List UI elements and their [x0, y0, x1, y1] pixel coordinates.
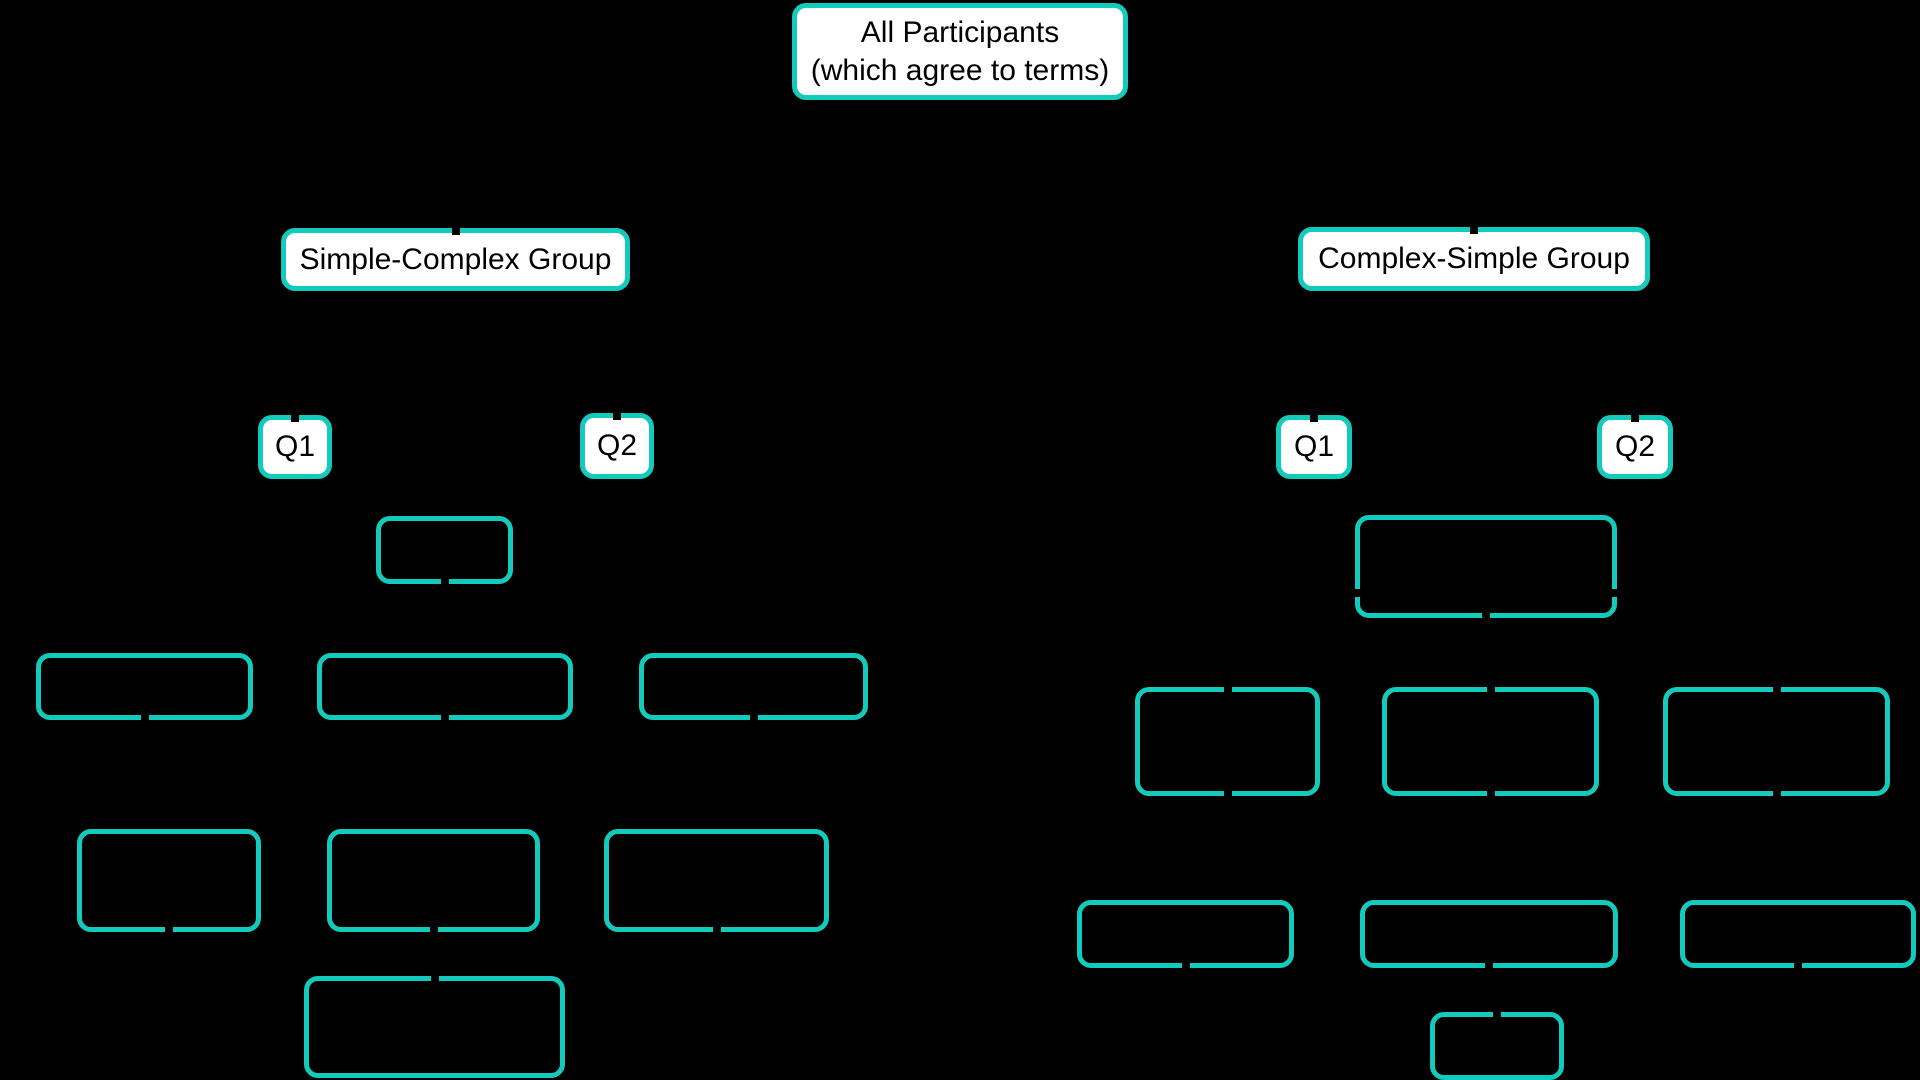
cs-q1-node: Q1	[1276, 415, 1352, 479]
connector-notch-bottom	[1482, 611, 1490, 618]
cs-row2-box1-node	[1077, 900, 1294, 968]
connector-notch-top	[1486, 687, 1495, 694]
connector-notch-top	[1470, 227, 1478, 234]
sc-step-small-node	[376, 516, 513, 584]
connector-notch-right	[1610, 588, 1617, 597]
connector-notch-top	[430, 976, 439, 983]
connector-notch-bottom	[1485, 961, 1493, 968]
cs-row2-box3-node	[1680, 900, 1916, 968]
connector-notch-bottom	[712, 925, 721, 932]
all-participants-label: All Participants (which agree to terms)	[810, 16, 1110, 87]
connector-notch-top	[451, 228, 460, 235]
cs-q2-label: Q2	[1614, 430, 1656, 464]
sc-q1-node: Q1	[258, 415, 332, 479]
cs-step-big-node	[1355, 515, 1617, 618]
connector-notch-top	[1223, 687, 1232, 694]
sc-row2-box1-node	[77, 829, 261, 932]
sc-step-final-node	[304, 976, 565, 1078]
connector-notch-bottom	[1772, 789, 1781, 796]
connector-notch-left	[1355, 588, 1362, 597]
simple-complex-group-node: Simple-Complex Group	[281, 228, 630, 291]
connector-notch-top	[291, 415, 299, 422]
all-participants-node: All Participants (which agree to terms)	[792, 3, 1128, 100]
cs-step-final-node	[1430, 1012, 1564, 1080]
cs-row1-box3-node	[1663, 687, 1890, 796]
sc-q1-label: Q1	[274, 430, 316, 464]
connector-notch-top	[1772, 687, 1781, 694]
connector-notch-bottom	[1223, 789, 1232, 796]
connector-notch-bottom	[440, 577, 449, 584]
cs-q2-node: Q2	[1597, 415, 1673, 479]
connector-notch-bottom	[429, 925, 438, 932]
connector-notch-top	[1631, 415, 1639, 422]
sc-row2-box3-node	[604, 829, 829, 932]
connector-notch-bottom	[1486, 789, 1495, 796]
complex-simple-group-node: Complex-Simple Group	[1298, 227, 1650, 291]
sc-row1-box2-node	[317, 653, 573, 720]
connector-notch-top	[1493, 1012, 1501, 1019]
connector-notch-bottom	[165, 925, 173, 932]
connector-notch-top	[613, 413, 621, 420]
connector-notch-bottom	[441, 713, 449, 720]
sc-row1-box3-node	[639, 653, 868, 720]
connector-notch-bottom	[1181, 961, 1190, 968]
sc-row2-box2-node	[327, 829, 540, 932]
simple-complex-group-label: Simple-Complex Group	[299, 242, 612, 276]
cs-row1-box2-node	[1382, 687, 1599, 796]
cs-row2-box2-node	[1360, 900, 1618, 968]
sc-row1-box1-node	[36, 653, 253, 720]
connector-notch-bottom	[140, 713, 149, 720]
cs-q1-label: Q1	[1293, 430, 1335, 464]
complex-simple-group-label: Complex-Simple Group	[1318, 242, 1630, 276]
connector-notch-top	[1310, 415, 1318, 422]
connector-notch-bottom	[749, 713, 758, 720]
sc-q2-label: Q2	[596, 429, 638, 463]
cs-row1-box1-node	[1135, 687, 1320, 796]
sc-q2-node: Q2	[580, 413, 654, 479]
connector-notch-bottom	[1794, 961, 1802, 968]
